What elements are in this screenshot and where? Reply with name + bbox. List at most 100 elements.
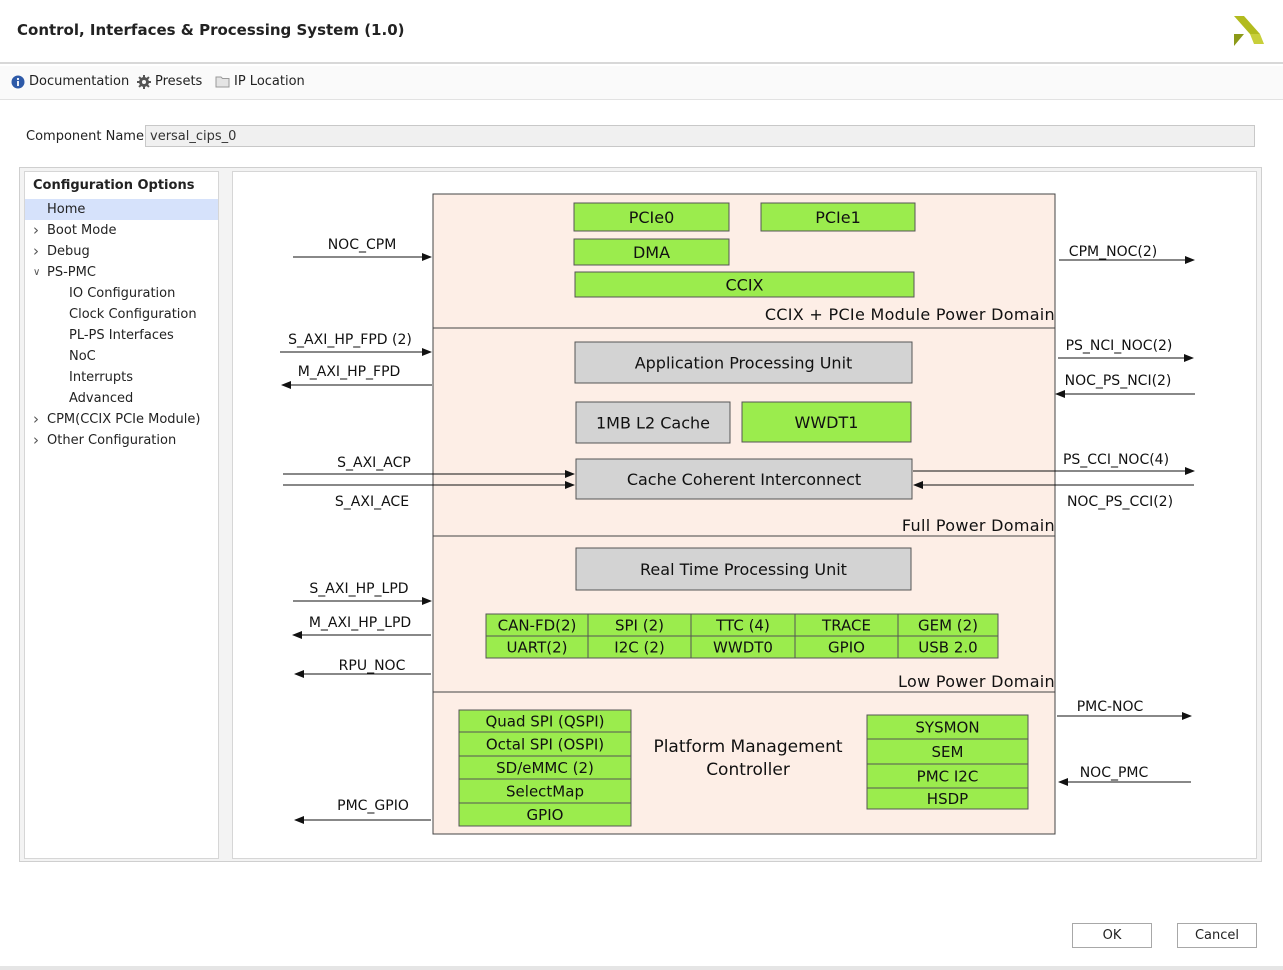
- sidebar-item-noc[interactable]: NoC: [25, 346, 218, 367]
- chevron-down-icon[interactable]: ∨: [33, 267, 41, 278]
- xilinx-logo-icon: [1234, 16, 1264, 46]
- block-dma: [573, 238, 730, 266]
- configuration-options-tree: Configuration Options Home›Boot Mode›Deb…: [24, 171, 219, 859]
- chevron-right-icon[interactable]: ›: [33, 431, 39, 449]
- presets-button[interactable]: Presets: [137, 74, 202, 89]
- block-label-sysmon: SYSMON: [915, 718, 979, 736]
- block-usb: [897, 635, 999, 659]
- block-rpu: [575, 547, 912, 591]
- block-label-can: CAN-FD(2): [498, 616, 577, 634]
- ip-location-label: IP Location: [234, 74, 305, 89]
- sidebar-item-boot-mode[interactable]: ›Boot Mode: [25, 220, 218, 241]
- signal-label-ps-cci-noc: PS_CCI_NOC(4): [1063, 452, 1169, 468]
- cancel-button[interactable]: Cancel: [1177, 923, 1257, 948]
- block-pcie1: [760, 202, 916, 232]
- dialog-title: Control, Interfaces & Processing System …: [17, 21, 405, 39]
- block-sem: [866, 738, 1029, 765]
- block-label-ccix: CCIX: [725, 275, 763, 294]
- sidebar-item-label: IO Configuration: [69, 286, 176, 301]
- sidebar-item-label: Advanced: [69, 391, 134, 406]
- sidebar-item-label: Home: [47, 202, 86, 217]
- sidebar-item-other-configuration[interactable]: › Other Configuration: [25, 430, 218, 451]
- documentation-label: Documentation: [29, 74, 130, 89]
- toolbar: Documentation Presets IP Location: [0, 66, 1283, 100]
- dialog-header: Control, Interfaces & Processing System …: [0, 0, 1283, 64]
- fpd-domain-label: Full Power Domain: [902, 516, 1055, 535]
- block-cci: [575, 458, 913, 500]
- signal-label-s-axi-hp-lpd: S_AXI_HP_LPD: [309, 581, 408, 597]
- component-name-input[interactable]: [145, 125, 1255, 147]
- sidebar-item-cpm-ccix-pcie-module[interactable]: › CPM(CCIX PCIe Module): [25, 409, 218, 430]
- sidebar-item-interrupts[interactable]: Interrupts: [25, 367, 218, 388]
- block-label-pmc-i2c: PMC I2C: [917, 767, 979, 785]
- block-pmc-i2c: [866, 763, 1029, 789]
- chevron-right-icon[interactable]: ›: [33, 242, 39, 260]
- block-label-gpio-pmc: GPIO: [527, 806, 564, 824]
- block-apu: [574, 341, 913, 384]
- signal-label-rpu-noc: RPU_NOC: [339, 658, 406, 674]
- sidebar-item-label: NoC: [69, 349, 96, 364]
- chevron-right-icon[interactable]: ›: [33, 410, 39, 428]
- component-name-label: Component Name: [26, 129, 144, 144]
- block-label-rpu: Real Time Processing Unit: [640, 560, 847, 579]
- block-label-sd: SD/eMMC (2): [496, 759, 594, 777]
- block-ccix: [574, 271, 915, 298]
- block-label-spi: SPI (2): [615, 616, 664, 634]
- block-label-dma: DMA: [633, 243, 670, 262]
- signal-label-s-axi-ace: S_AXI_ACE: [335, 494, 409, 510]
- bottom-border: [0, 966, 1283, 970]
- configuration-options-title: Configuration Options: [33, 178, 195, 193]
- block-label-l2: 1MB L2 Cache: [596, 413, 710, 432]
- documentation-button[interactable]: Documentation: [11, 74, 129, 89]
- sidebar-item-pl-ps-interfaces[interactable]: PL-PS Interfaces: [25, 325, 218, 346]
- block-label-selectmap: SelectMap: [506, 782, 584, 800]
- block-label-wwdt0: WWDT0: [713, 638, 773, 656]
- sidebar-item-label: Other Configuration: [47, 433, 177, 448]
- sidebar-item-debug[interactable]: › Debug: [25, 241, 218, 262]
- block-gpio-pmc: [458, 802, 632, 827]
- sidebar-item-advanced[interactable]: Advanced: [25, 388, 218, 409]
- sidebar-item-io-configuration[interactable]: IO Configuration: [25, 283, 218, 304]
- signal-label-m-axi-hp-fpd: M_AXI_HP_FPD: [298, 364, 401, 380]
- ip-location-button[interactable]: IP Location: [215, 74, 305, 89]
- block-label-ttc: TTC (4): [715, 616, 770, 634]
- component-name-row: Component Name: [26, 125, 1256, 149]
- sidebar-item-label: Debug: [47, 244, 90, 259]
- sidebar-item-ps-pmc[interactable]: ∨ PS-PMC: [25, 262, 218, 283]
- sidebar-item-label: CPM(CCIX PCIe Module): [47, 412, 201, 427]
- signal-label-pmc-noc: PMC-NOC: [1077, 699, 1144, 715]
- sidebar-item-clock-configuration[interactable]: Clock Configuration: [25, 304, 218, 325]
- block-label-hsdp: HSDP: [927, 790, 968, 808]
- block-pcie0: [573, 202, 730, 232]
- sidebar-item-home[interactable]: Home: [25, 199, 218, 220]
- ok-button[interactable]: OK: [1072, 923, 1152, 948]
- chevron-right-icon[interactable]: ›: [33, 221, 39, 239]
- sidebar-item-label: Interrupts: [69, 370, 133, 385]
- info-icon: [11, 75, 25, 88]
- block-ospi: [458, 731, 632, 757]
- signal-label-pmc-gpio: PMC_GPIO: [337, 798, 409, 814]
- block-label-uart: UART(2): [507, 638, 568, 656]
- cpm-domain-label: CCIX + PCIe Module Power Domain: [765, 305, 1055, 324]
- block-label-gpio-lpd: GPIO: [828, 638, 865, 656]
- block-l2: [575, 401, 731, 444]
- signal-label-noc-ps-cci: NOC_PS_CCI(2): [1067, 494, 1173, 510]
- block-label-pcie0: PCIe0: [629, 208, 675, 227]
- folder-icon: [215, 76, 230, 88]
- block-label-cci: Cache Coherent Interconnect: [627, 470, 861, 489]
- sidebar-item-label: PS-PMC: [47, 265, 96, 280]
- signal-label-noc-pmc: NOC_PMC: [1080, 765, 1149, 781]
- block-label-trace: TRACE: [821, 616, 871, 634]
- block-label-usb: USB 2.0: [918, 638, 977, 656]
- signal-label-s-axi-hp-fpd: S_AXI_HP_FPD (2): [288, 332, 412, 348]
- signal-label-s-axi-acp: S_AXI_ACP: [337, 455, 411, 471]
- sidebar-item-label: Clock Configuration: [69, 307, 197, 322]
- signal-label-m-axi-hp-lpd: M_AXI_HP_LPD: [309, 615, 411, 631]
- block-label-pcie1: PCIe1: [815, 208, 861, 227]
- block-selectmap: [458, 778, 632, 804]
- signal-label-cpm-noc: CPM_NOC(2): [1069, 244, 1157, 260]
- presets-label: Presets: [155, 74, 203, 89]
